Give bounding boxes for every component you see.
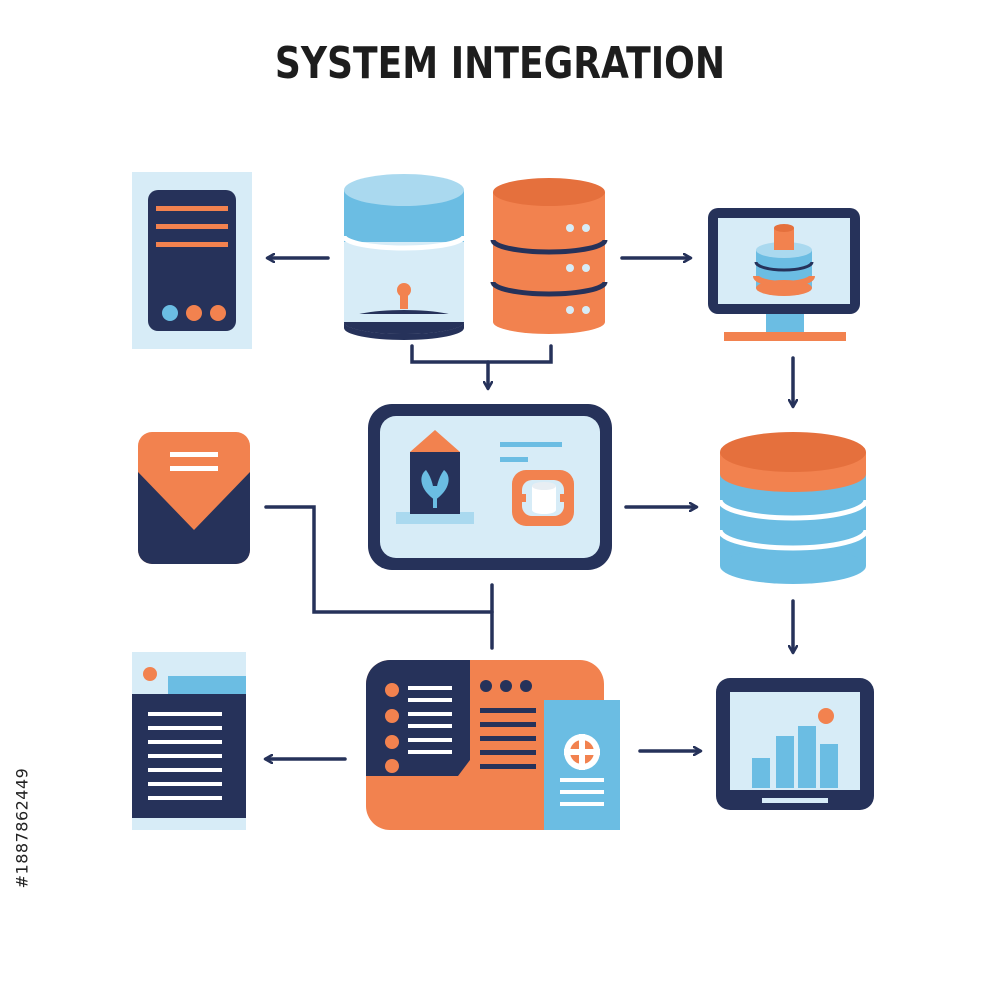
database-lock-icon — [341, 174, 467, 340]
mobile-app-icon — [132, 172, 252, 349]
connectors — [266, 258, 793, 759]
desktop-monitor-icon — [708, 208, 860, 341]
email-envelope-icon — [138, 432, 250, 564]
database-icon — [717, 432, 869, 584]
connector-email-to-panel — [264, 505, 494, 614]
diagram-title: SYSTEM INTEGRATION — [274, 38, 726, 89]
document-folder-icon — [132, 652, 246, 830]
server-stack-icon — [490, 178, 608, 334]
arrow-storage-to-hub — [410, 344, 553, 364]
integration-hub-icon — [368, 404, 612, 570]
control-panel-icon — [366, 660, 620, 830]
bar-chart-tablet-icon — [716, 678, 874, 810]
